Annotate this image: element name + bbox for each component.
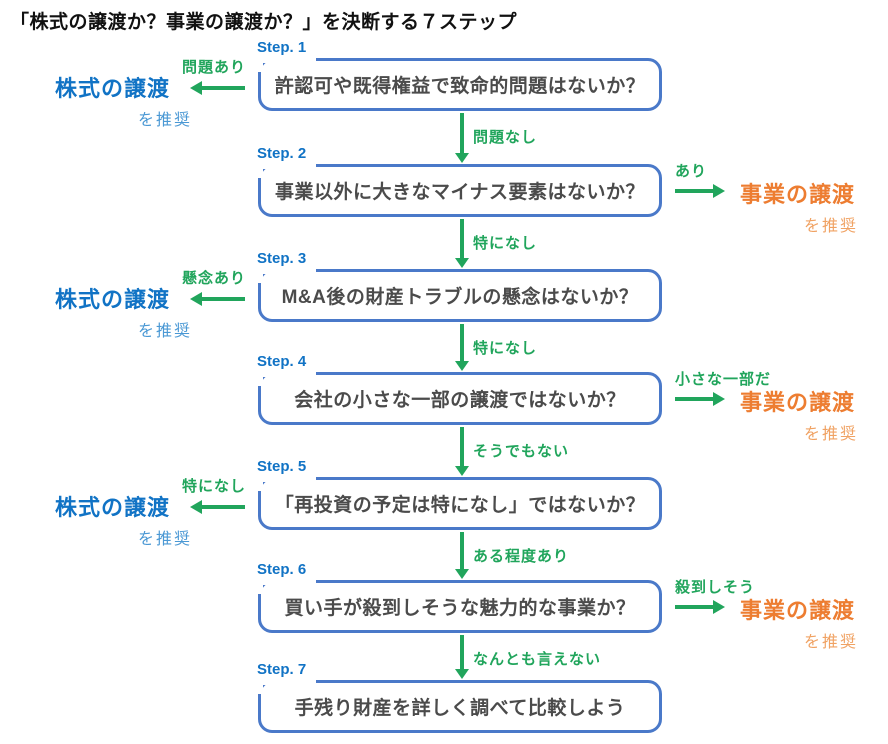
down-arrow-label: 特になし <box>473 340 538 357</box>
question-box: 「再投資の予定は特になし」ではないか？ <box>258 477 662 530</box>
branch-arrow-label: あり <box>675 163 708 180</box>
question-text: M&A後の財産トラブルの懸念はないか？ <box>281 287 639 308</box>
arrow-head-down-icon <box>455 258 469 268</box>
recommendation-suffix: を推奨 <box>803 218 858 235</box>
question-text: 「再投資の予定は特になし」ではないか？ <box>274 495 646 516</box>
question-text: 手残り財産を詳しく調べて比較しよう <box>294 698 626 719</box>
recommendation-suffix: を推奨 <box>138 112 193 129</box>
question-box: 買い手が殺到しそうな魅力的な事業か？ <box>258 580 662 633</box>
question-text: 買い手が殺到しそうな魅力的な事業か？ <box>284 598 636 619</box>
arrow-head-down-icon <box>455 361 469 371</box>
step-label: Step. 7 <box>257 661 307 678</box>
border-notch-left <box>256 268 263 283</box>
branch-arrow-label: 懸念あり <box>181 270 246 287</box>
down-arrow <box>455 427 469 476</box>
arrow-head-left-icon <box>190 291 202 306</box>
down-arrow <box>455 113 469 163</box>
border-notch-left <box>256 371 263 386</box>
right-arrow-icon <box>675 599 725 614</box>
right-arrow-icon <box>675 183 725 198</box>
down-arrow-label: そうでもない <box>473 443 570 460</box>
border-notch-left <box>256 679 263 694</box>
arrow-head-left-icon <box>190 499 202 514</box>
step-label: Step. 5 <box>257 458 307 475</box>
arrow-head-right-icon <box>713 391 725 406</box>
down-arrow-label: 特になし <box>473 235 538 252</box>
recommendation-business-transfer: 事業の譲渡 <box>740 182 856 207</box>
border-notch-top <box>256 163 316 169</box>
right-arrow-icon <box>675 391 725 406</box>
down-arrow <box>455 219 469 268</box>
recommendation-business-transfer: 事業の譲渡 <box>740 598 856 623</box>
question-box: 手残り財産を詳しく調べて比較しよう <box>258 680 662 733</box>
down-arrow-label: なんとも言えない <box>473 651 602 668</box>
arrow-head-left-icon <box>190 80 202 95</box>
border-notch-top <box>256 679 316 685</box>
left-arrow-icon <box>190 291 245 306</box>
arrow-head-down-icon <box>455 466 469 476</box>
question-box: M&A後の財産トラブルの懸念はないか？ <box>258 269 662 322</box>
question-text: 許認可や既得権益で致命的問題はないか？ <box>274 76 646 97</box>
recommendation-stock-transfer: 株式の譲渡 <box>55 287 171 312</box>
step-label: Step. 4 <box>257 353 307 370</box>
down-arrow <box>455 635 469 679</box>
recommendation-suffix: を推奨 <box>138 531 193 548</box>
recommendation-stock-transfer: 株式の譲渡 <box>55 76 171 101</box>
question-box: 事業以外に大きなマイナス要素はないか？ <box>258 164 662 217</box>
step-label: Step. 2 <box>257 145 307 162</box>
arrow-head-right-icon <box>713 183 725 198</box>
left-arrow-icon <box>190 499 245 514</box>
branch-arrow-label: 殺到しそう <box>675 579 756 596</box>
page-title: 「株式の譲渡か？事業の譲渡か？」を決断する７ステップ <box>10 12 518 33</box>
recommendation-suffix: を推奨 <box>138 323 193 340</box>
recommendation-suffix: を推奨 <box>803 426 858 443</box>
branch-arrow-label: 特になし <box>181 478 246 495</box>
step-label: Step. 1 <box>257 39 307 56</box>
question-text: 会社の小さな一部の譲渡ではないか？ <box>294 390 626 411</box>
border-notch-top <box>256 579 316 585</box>
arrow-head-down-icon <box>455 153 469 163</box>
border-notch-left <box>256 57 263 72</box>
border-notch-top <box>256 371 316 377</box>
recommendation-suffix: を推奨 <box>803 634 858 651</box>
question-box: 許認可や既得権益で致命的問題はないか？ <box>258 58 662 111</box>
recommendation-business-transfer: 事業の譲渡 <box>740 390 856 415</box>
branch-arrow-label: 問題あり <box>181 59 246 76</box>
down-arrow <box>455 324 469 371</box>
down-arrow-label: ある程度あり <box>473 548 570 565</box>
arrow-head-down-icon <box>455 569 469 579</box>
border-notch-top <box>256 268 316 274</box>
border-notch-left <box>256 163 263 178</box>
recommendation-stock-transfer: 株式の譲渡 <box>55 495 171 520</box>
border-notch-top <box>256 476 316 482</box>
down-arrow <box>455 532 469 579</box>
arrow-head-right-icon <box>713 599 725 614</box>
step-label: Step. 3 <box>257 250 307 267</box>
question-box: 会社の小さな一部の譲渡ではないか？ <box>258 372 662 425</box>
question-text: 事業以外に大きなマイナス要素はないか？ <box>274 182 646 203</box>
left-arrow-icon <box>190 80 245 95</box>
step-label: Step. 6 <box>257 561 307 578</box>
border-notch-top <box>256 57 316 63</box>
arrow-head-down-icon <box>455 669 469 679</box>
border-notch-left <box>256 476 263 491</box>
border-notch-left <box>256 579 263 594</box>
down-arrow-label: 問題なし <box>473 129 538 146</box>
branch-arrow-label: 小さな一部だ <box>675 371 772 388</box>
